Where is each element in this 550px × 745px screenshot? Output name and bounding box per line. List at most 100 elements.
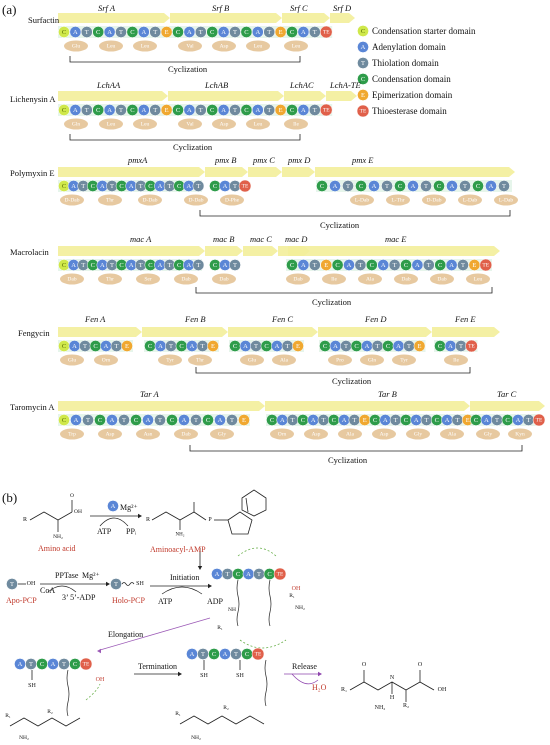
init-module-domain-4-letter: T — [257, 571, 261, 578]
elong-module-domain-6 — [79, 657, 93, 671]
macrolacin-domain-c-10-letter: C — [404, 262, 408, 269]
polymyxin-domain-a-5-letter: T — [110, 183, 114, 190]
lichenysin-residue-3 — [178, 118, 202, 130]
label-initiation: Initiation — [170, 573, 200, 582]
cyclization-polymyxin: Cyclization — [320, 220, 360, 230]
fengycin-domain-0-4-letter: A — [104, 343, 109, 350]
taromycin-domain-a-15 — [238, 414, 250, 426]
taromycin-residue-2-text: Asn — [144, 431, 153, 437]
term-module-domain-6-letter: TE — [255, 651, 262, 657]
taromycin-domain-a-0-letter: C — [62, 417, 66, 424]
surfactin-domain-13-letter: C — [210, 29, 214, 36]
term-sh-2: SH — [236, 673, 244, 679]
taromycin-domain-c-1-letter: A — [484, 417, 489, 424]
taromycin-residue-2 — [136, 428, 160, 440]
macrolacin-domain-c-15-letter: T — [461, 262, 465, 269]
init-green-arc — [237, 547, 277, 557]
macrolacin-domain-b-0-letter: C — [213, 262, 217, 269]
surfactin-domain-20-letter: C — [290, 29, 294, 36]
polymyxin-residue-5 — [350, 194, 374, 206]
legend-symbol-4-letter: E — [361, 92, 365, 99]
surfactin-domain-1-letter: A — [73, 29, 78, 36]
macrolacin-domain-a-11-letter: T — [168, 262, 172, 269]
macrolacin-residue-2 — [136, 273, 160, 285]
elong-module-domain-3-letter: A — [51, 661, 56, 668]
taromycin-domain-b-2-letter: T — [291, 417, 295, 424]
surfactin-domain-6-letter: C — [130, 29, 134, 36]
macrolacin-domain-a-1-letter: A — [71, 262, 76, 269]
surfactin-domain-18-letter: T — [267, 29, 271, 36]
init-r1-b: R₁ — [289, 593, 295, 599]
elong-module-domain-1-letter: T — [29, 661, 33, 668]
lichenysin-gene-arrow-2 — [284, 91, 326, 101]
aminoacyl-amp-p: P — [208, 517, 212, 523]
holo-pcp-t-domain — [110, 578, 122, 590]
elong-tether — [66, 669, 70, 717]
polymyxin-domain-c-11 — [459, 180, 471, 192]
activation-a-domain-letter: A — [111, 503, 116, 510]
label-release: Release — [292, 662, 317, 671]
surfactin-residue-0 — [64, 40, 88, 52]
macrolacin-cyclization-bracket — [195, 287, 493, 294]
product-r1: R₁ — [341, 687, 347, 693]
taromycin-domain-a-4 — [106, 414, 118, 426]
taromycin-domain-a-0 — [58, 414, 70, 426]
taromycin-domain-b-4-letter: A — [311, 417, 316, 424]
fengycin-domain-4-3 — [465, 339, 478, 353]
holo-pcp-wave — [121, 582, 135, 586]
lichenysin-domain-2-letter: T — [85, 107, 89, 114]
lichenysin-domain-7-letter: A — [141, 107, 146, 114]
gene-tarc: Tar C — [497, 389, 517, 399]
lichenysin-gene-arrow-0 — [58, 91, 168, 101]
taromycin-domain-b-1-letter: A — [280, 417, 285, 424]
fengycin-residue-2 — [158, 354, 182, 366]
gene-pmxb: pmx B — [215, 155, 237, 165]
label-mg-2: Mg²⁺ — [82, 571, 100, 580]
taromycin-domain-b-3-letter: C — [301, 417, 305, 424]
polymyxin-domain-a-14 — [192, 180, 205, 192]
polymyxin-residue-7-text: D-Dab — [427, 197, 442, 203]
taromycin-residue-10 — [440, 428, 464, 440]
taromycin-residue-9-text: Gly — [414, 431, 423, 437]
polymyxin-domain-a-0-letter: C — [62, 183, 66, 190]
label-termination: Termination — [138, 662, 177, 671]
macrolacin-residue-8 — [394, 273, 418, 285]
macrolacin-residue-6-text: Ile — [331, 276, 337, 282]
fengycin-domain-1-4-letter: A — [190, 343, 195, 350]
fengycin-residue-9 — [444, 354, 468, 366]
macrolacin-domain-a-10-letter: A — [158, 262, 163, 269]
legend-symbol-5 — [356, 104, 370, 118]
lichenysin-domain-1-letter: A — [73, 107, 78, 114]
fengycin-domain-0-5-letter: T — [115, 343, 119, 350]
surfactin-cyclization-bracket — [69, 56, 301, 63]
lichenysin-residue-1-text: Leu — [107, 121, 116, 127]
elong-green-arc — [85, 683, 101, 701]
polymyxin-domain-a-3-letter: C — [91, 183, 95, 190]
lichenysin-domain-8-letter: T — [153, 107, 157, 114]
fengycin-domain-2-1-letter: A — [243, 343, 248, 350]
legend-symbol-0 — [357, 25, 369, 37]
polymyxin-domain-c-10-letter: A — [450, 183, 455, 190]
polymyxin-domain-c-5 — [381, 180, 393, 192]
legend-epimerization: Epimerization domain — [372, 90, 453, 100]
legend-thioesterase: Thioesterase domain — [372, 106, 447, 116]
surfactin-residue-1 — [99, 40, 123, 52]
polymyxin-residue-8 — [458, 194, 482, 206]
polymyxin-domain-b-3-letter: TE — [242, 183, 249, 189]
fengycin-residue-8-text: Tyr — [400, 357, 408, 363]
taromycin-residue-3-text: Dab — [181, 431, 190, 437]
elong-module-domain-5-letter: C — [73, 661, 77, 668]
macrolacin-residue-7-text: Ala — [366, 276, 375, 282]
init-module-domain-5-letter: C — [267, 571, 271, 578]
surfactin-domain-11-letter: A — [187, 29, 192, 36]
taromycin-domain-b-14-letter: A — [414, 417, 419, 424]
surfactin-domain-17-letter: A — [255, 29, 260, 36]
fengycin-domain-3-4-letter: A — [365, 343, 370, 350]
taromycin-gene-arrow-0 — [58, 401, 265, 411]
term-nh2: NH₂ — [191, 735, 201, 741]
init-module-oh: OH — [292, 586, 301, 592]
polymyxin-domain-c-8 — [420, 180, 432, 192]
cyclization-surfactin: Cyclization — [168, 64, 208, 74]
macrolacin-domain-a-0-letter: C — [62, 262, 66, 269]
legend-symbol-2 — [357, 57, 369, 69]
